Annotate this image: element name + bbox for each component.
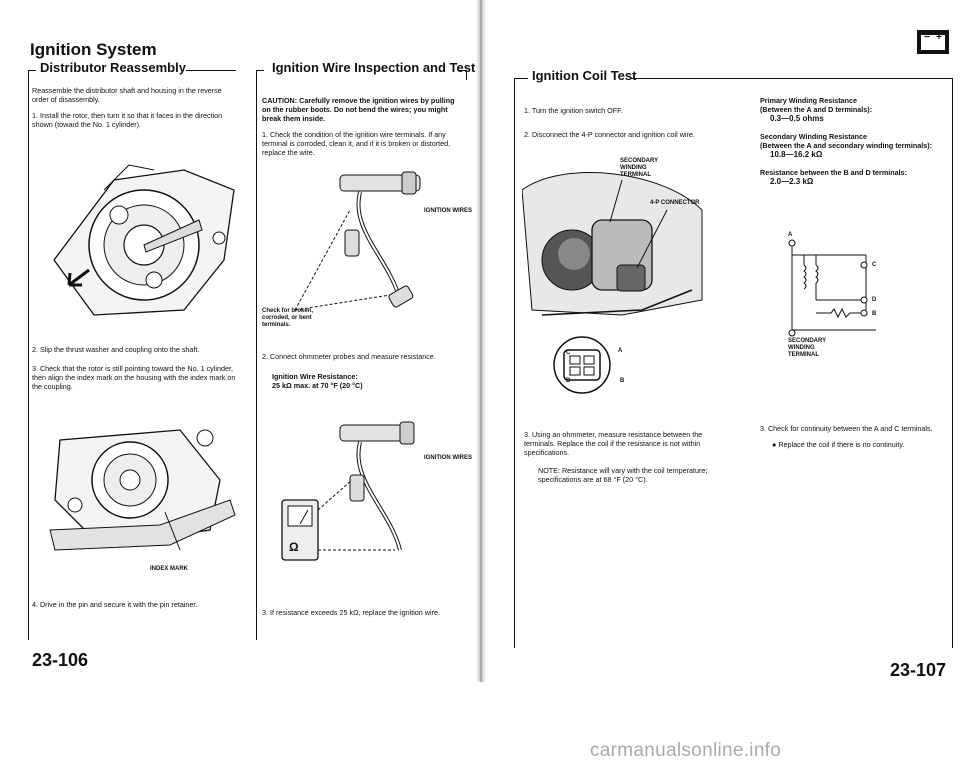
column-border: [514, 78, 515, 648]
caution-text: CAUTION: Carefully remove the ignition w…: [262, 96, 455, 123]
continuity-bullet: ● Replace the coil if there is no contin…: [772, 440, 905, 449]
battery-icon: − +: [917, 30, 949, 54]
secondary-title: Secondary Winding Resistance: [760, 132, 867, 141]
distributor-step-1: 1. Install the rotor, then turn it so th…: [32, 111, 223, 129]
watermark: carmanualsonline.info: [590, 740, 782, 761]
ohmmeter-diagram: [281, 421, 415, 561]
section-rule: [630, 78, 952, 79]
ignition-wires-label-2: IGNITION WIRES: [424, 455, 472, 461]
distributor-step-2: 2. Slip the thrust washer and coupling o…: [32, 345, 200, 354]
continuity-step: 3. Check for continuity between the A an…: [760, 424, 933, 433]
column-border: [256, 70, 257, 640]
wire-step-2: 2. Connect ohmmeter probes and measure r…: [262, 352, 436, 361]
column-border: [28, 70, 29, 640]
book-gutter: [476, 0, 486, 700]
section-rule: [514, 78, 528, 79]
distributor-step-3: 3. Check that the rotor is still pointin…: [32, 364, 236, 391]
page-number-left: 23-106: [32, 650, 89, 670]
coil-step-3: 3. Using an ohmmeter, measure resistance…: [524, 430, 703, 457]
distributor-heading: Distributor Reassembly: [40, 60, 186, 75]
wire-step-3: 3. If resistance exceeds 25 kΩ, replace …: [262, 608, 440, 617]
page-number-right: 23-107: [890, 660, 947, 680]
coil-step-2: 2. Disconnect the 4-P connector and igni…: [524, 130, 695, 139]
schematic-a: A: [788, 232, 793, 238]
section-rule: [256, 70, 264, 71]
connector-pin-b: B: [620, 378, 625, 384]
connector-pin-c: C: [566, 350, 571, 356]
schematic-c: C: [872, 262, 877, 268]
secondary-value: 10.8—16.2 kΩ: [770, 150, 823, 159]
secondary-terminal-label: SECONDARY WINDING TERMINAL: [620, 158, 659, 178]
ignition-wire-diagram: [294, 171, 421, 311]
distributor-step-4: 4. Drive in the pin and secure it with t…: [32, 600, 198, 609]
rotor-diagram: [34, 150, 240, 325]
left-page: Ignition System Distributor Reassembly R…: [0, 0, 478, 682]
schematic-b: B: [872, 311, 877, 317]
bd-title: Resistance between the B and D terminals…: [760, 168, 907, 177]
column-border: [952, 78, 953, 648]
ignition-wires-label: IGNITION WIRES: [424, 208, 472, 214]
primary-title: Primary Winding Resistance: [760, 96, 857, 105]
page-title: Ignition System: [30, 40, 157, 59]
section-rule: [186, 70, 236, 71]
primary-value: 0.3—0.5 ohms: [770, 114, 824, 123]
section-rule: [458, 70, 466, 71]
coupling-diagram: [49, 429, 236, 551]
check-terminals-label: Check for broken, corroded, or bent term…: [262, 308, 314, 328]
bd-value: 2.0—2.3 kΩ: [770, 177, 814, 186]
index-mark-label: INDEX MARK: [150, 566, 189, 572]
ohm-symbol: Ω: [289, 540, 299, 554]
coil-connector-diagram: [522, 172, 703, 394]
resistance-title: Ignition Wire Resistance:: [272, 372, 358, 381]
schematic-terminal-label: SECONDARY WINDING TERMINAL: [788, 338, 827, 358]
primary-sub: (Between the A and D terminals):: [760, 105, 873, 114]
coil-note: NOTE: Resistance will vary with the coil…: [538, 466, 708, 484]
coil-schematic: [788, 239, 876, 337]
resistance-value: 25 kΩ max. at 70 °F (20 °C): [272, 381, 363, 390]
secondary-sub: (Between the A and secondary winding ter…: [760, 141, 932, 150]
wire-heading: Ignition Wire Inspection and Test: [272, 60, 476, 75]
page-margin: [0, 682, 960, 770]
distributor-intro: Reassemble the distributor shaft and hou…: [32, 86, 222, 104]
schematic-d: D: [872, 297, 877, 303]
section-rule: [28, 70, 36, 71]
connector-label: 4-P CONNECTOR: [650, 200, 700, 206]
right-page: − + Ignition Coil Test 1. Turn the ignit…: [480, 0, 960, 682]
connector-pin-a: A: [618, 348, 623, 354]
wire-step-1: 1. Check the condition of the ignition w…: [262, 130, 451, 157]
coil-step-1: 1. Turn the ignition switch OFF.: [524, 106, 623, 115]
column-border: [466, 70, 467, 80]
coil-test-heading: Ignition Coil Test: [532, 68, 637, 83]
connector-pin-d: D: [566, 378, 571, 384]
